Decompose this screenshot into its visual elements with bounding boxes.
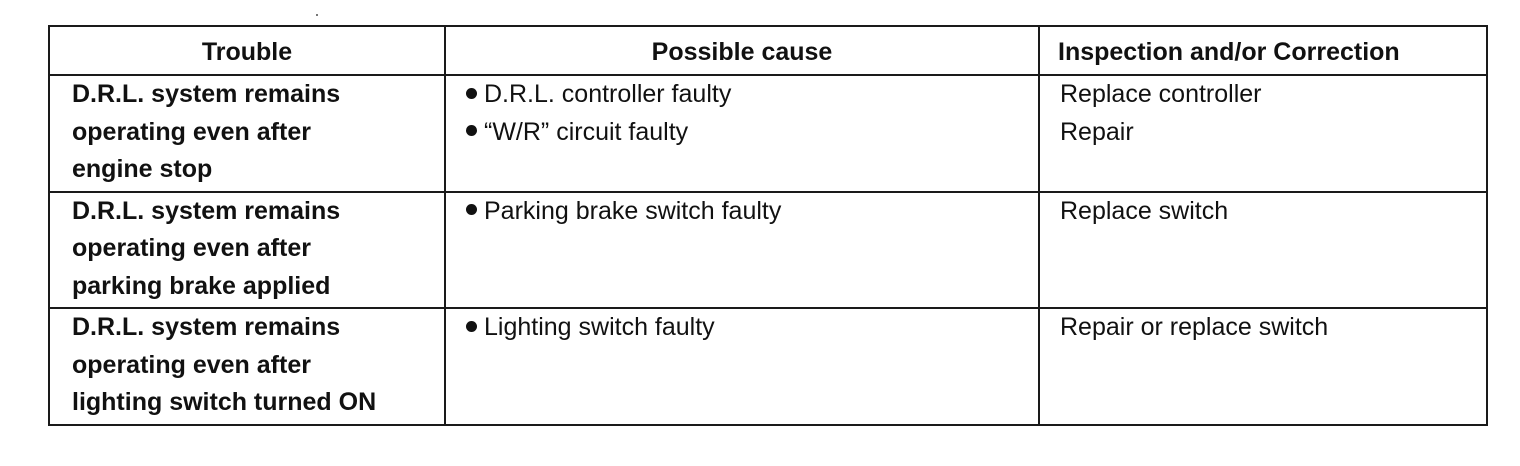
- header-row: Trouble Possible cause Inspection and/or…: [48, 25, 1488, 76]
- cause-cell: D.R.L. controller faulty “W/R” circuit f…: [444, 74, 1040, 193]
- cause-text: “W/R” circuit faulty: [484, 117, 689, 146]
- cause-item: “W/R” circuit faulty: [466, 114, 1032, 152]
- trouble-cell: D.R.L. system remains operating even aft…: [48, 307, 446, 426]
- table-row: D.R.L. system remains operating even aft…: [48, 190, 1488, 309]
- bullet-icon: [466, 204, 477, 216]
- cause-item: Parking brake switch faulty: [466, 193, 1032, 231]
- correction-cell: Replace switch: [1038, 190, 1488, 309]
- cause-item: Lighting switch faulty: [466, 309, 1032, 347]
- cause-text: Parking brake switch faulty: [484, 196, 782, 225]
- cause-text: D.R.L. controller faulty: [484, 80, 732, 108]
- cause-text: Lighting switch faulty: [484, 313, 715, 341]
- trouble-text: operating even after: [72, 117, 311, 146]
- trouble-text: D.R.L. system remains: [72, 80, 341, 108]
- cause-item: D.R.L. controller faulty: [466, 76, 1032, 114]
- trouble-cell: D.R.L. system remains operating even aft…: [48, 74, 446, 193]
- scan-speck: [316, 14, 318, 16]
- bullet-icon: [466, 320, 477, 332]
- correction-cell: Replace controller Repair: [1038, 74, 1488, 193]
- correction-text: Repair or replace switch: [1060, 313, 1329, 341]
- trouble-text: engine stop: [72, 155, 213, 183]
- correction-text: Repair: [1060, 117, 1134, 146]
- header-inspection-correction: Inspection and/or Correction: [1038, 25, 1488, 76]
- trouble-text: D.R.L. system remains: [72, 313, 341, 341]
- bullet-icon: [466, 125, 477, 137]
- cause-cell: Parking brake switch faulty: [444, 190, 1040, 309]
- table-row: D.R.L. system remains operating even aft…: [48, 307, 1488, 426]
- correction-text: Replace controller: [1060, 80, 1262, 108]
- header-trouble: Trouble: [48, 25, 446, 76]
- trouble-text: operating even after: [72, 234, 311, 262]
- trouble-text: parking brake applied: [72, 271, 331, 300]
- trouble-text: operating even after: [72, 350, 311, 379]
- bullet-icon: [466, 87, 477, 99]
- correction-text: Replace switch: [1060, 196, 1229, 225]
- trouble-text: lighting switch turned ON: [72, 388, 377, 416]
- trouble-cell: D.R.L. system remains operating even aft…: [48, 190, 446, 309]
- correction-cell: Repair or replace switch: [1038, 307, 1488, 426]
- table-row: D.R.L. system remains operating even aft…: [48, 74, 1488, 193]
- troubleshooting-table: Trouble Possible cause Inspection and/or…: [48, 25, 1488, 426]
- header-possible-cause: Possible cause: [444, 25, 1040, 76]
- trouble-text: D.R.L. system remains: [72, 196, 341, 225]
- cause-cell: Lighting switch faulty: [444, 307, 1040, 426]
